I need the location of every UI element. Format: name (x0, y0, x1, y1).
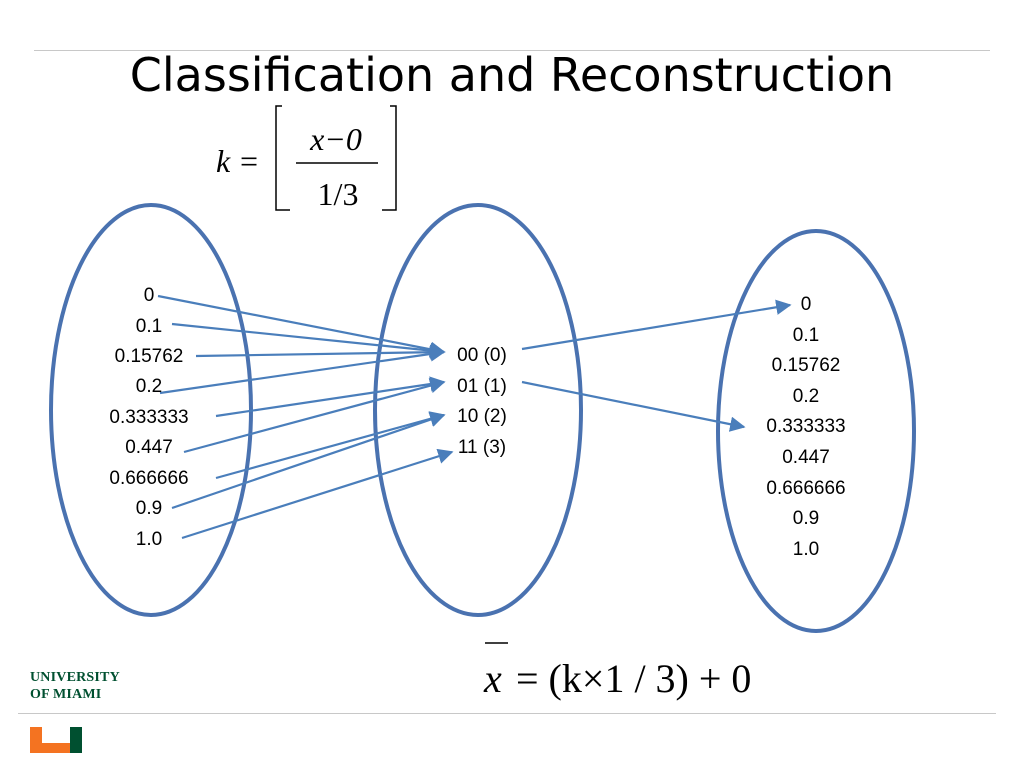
k-formula-lhs: k (216, 143, 231, 179)
code-values: 00 (0) 01 (1) 10 (2) 11 (3) (457, 345, 507, 458)
output-value: 0.333333 (766, 416, 845, 437)
k-formula-equals: = (240, 143, 258, 179)
logo-university: UNIVERSITY (30, 670, 120, 685)
input-value: 0 (144, 285, 155, 306)
k-formula: k = x−0 1/3 (216, 105, 397, 212)
arrow-code-0-to-output (521, 299, 792, 351)
output-value: 1.0 (793, 539, 819, 560)
input-value: 0.447 (125, 437, 173, 458)
arrow-input-5 (183, 378, 446, 454)
code-set-ellipse (373, 203, 583, 617)
output-value: 0.15762 (772, 355, 841, 376)
input-value: 0.333333 (109, 407, 188, 428)
input-values: 0 0.1 0.15762 0.2 0.333333 0.447 0.66666… (109, 285, 188, 550)
input-value: 0.9 (136, 498, 162, 519)
arrows (157, 294, 792, 540)
output-value: 0.447 (782, 447, 830, 468)
logo-of-miami: OF MIAMI (30, 687, 102, 702)
arrow-input-7 (171, 412, 446, 510)
arrow-input-3 (159, 346, 446, 395)
floor-bracket-right (382, 105, 397, 211)
output-values: 0 0.1 0.15762 0.2 0.333333 0.447 0.66666… (766, 294, 845, 560)
slide-title: Classification and Reconstruction (129, 48, 895, 102)
code-value: 01 (1) (457, 376, 507, 397)
code-value: 11 (3) (458, 437, 506, 458)
miami-u-logo-icon (30, 727, 82, 753)
arrow-input-8 (181, 448, 454, 540)
arrow-code-1-to-output (521, 380, 746, 432)
output-value: 0 (801, 294, 812, 315)
output-set-ellipse (716, 229, 916, 633)
footer-rule (18, 713, 996, 714)
k-formula-denominator: 1/3 (318, 176, 359, 212)
output-value: 0.1 (793, 325, 819, 346)
arrow-input-6 (215, 411, 446, 480)
output-value: 0.666666 (766, 478, 845, 499)
input-value: 0.1 (136, 316, 162, 337)
arrow-input-2 (195, 344, 446, 360)
reconstruction-formula: x = (k×1 / 3) + 0 (483, 642, 751, 701)
code-value: 10 (2) (457, 406, 507, 427)
input-value: 1.0 (136, 529, 162, 550)
output-value: 0.9 (793, 508, 819, 529)
output-value: 0.2 (793, 386, 819, 407)
input-value: 0.15762 (115, 346, 184, 367)
code-value: 00 (0) (457, 345, 507, 366)
arrow-input-0 (157, 294, 446, 357)
title-rule (34, 50, 990, 51)
arrow-input-4 (215, 376, 446, 418)
k-formula-numerator: x−0 (309, 121, 362, 157)
reconstruction-lhs: x (483, 656, 502, 701)
floor-bracket-left (275, 105, 290, 211)
arrow-input-1 (171, 322, 446, 359)
reconstruction-rhs: = (k×1 / 3) + 0 (516, 656, 751, 701)
input-value: 0.2 (136, 376, 162, 397)
input-value: 0.666666 (109, 468, 188, 489)
